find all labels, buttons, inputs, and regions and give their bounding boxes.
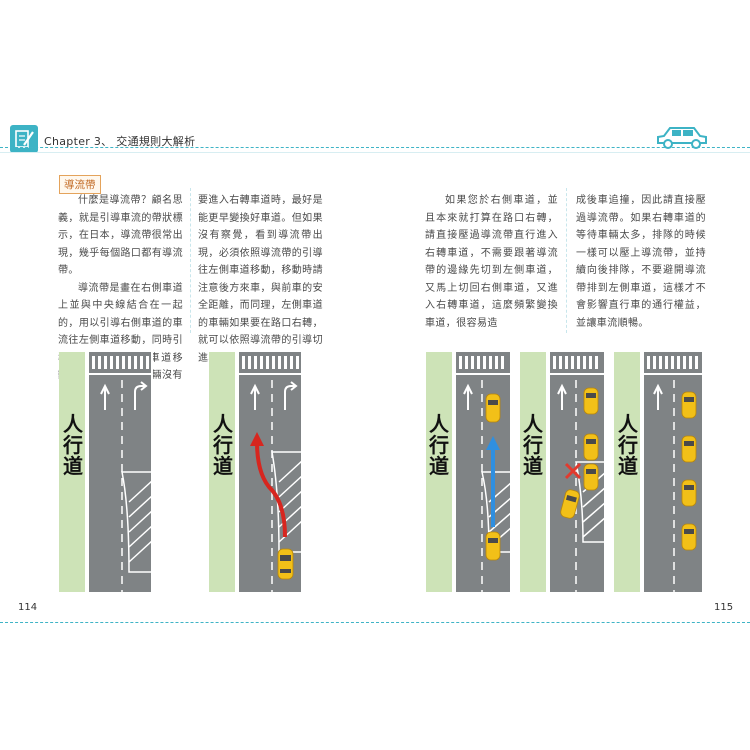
footer-divider: [0, 622, 750, 623]
road-diagram-3: [456, 352, 512, 592]
taxi: [681, 479, 697, 507]
column-divider: [190, 188, 191, 333]
sidewalk-strip: [614, 352, 642, 592]
sidewalk-label: 人行道: [63, 412, 83, 478]
header-divider: [0, 147, 750, 148]
right-column-2: 成後車追撞，因此請直接壓過導流帶。如果右轉車道的等待車輛太多，排隊的時候一樣可以…: [576, 192, 706, 332]
sidewalk-strip: [209, 352, 237, 592]
curb-line: [452, 352, 456, 592]
curb-line: [546, 352, 550, 592]
sidewalk-strip: [426, 352, 454, 592]
taxi: [560, 489, 580, 519]
curb-line: [85, 352, 89, 592]
left-column-2: 要進入右轉車道時，最好是能更早變換好車道。但如果沒有察覺，看到導流帶出現，必須依…: [198, 192, 323, 367]
header-divider-shadow: [0, 152, 750, 153]
road-diagram-4: [550, 352, 606, 592]
sidewalk-label: 人行道: [523, 412, 543, 478]
taxi: [485, 393, 501, 423]
section-title: 導流帶: [59, 175, 101, 194]
taxi: [681, 435, 697, 463]
taxi: [583, 463, 599, 491]
road-diagram-1: [89, 352, 153, 592]
right-column-1: 如果您於右側車道，並且本來就打算在路口右轉，請直接壓過導流帶直行進入右轉車道，不…: [425, 192, 558, 332]
car-icon: [654, 123, 710, 151]
taxi: [277, 548, 294, 580]
paragraph: 要進入右轉車道時，最好是能更早變換好車道。但如果沒有察覺，看到導流帶出現，必須依…: [198, 195, 323, 364]
paragraph: 什麼是導流帶？顧名思義，就是引導車流的帶狀標示，在日本，導流帶很常出現，幾乎每個…: [58, 195, 183, 276]
sidewalk-label: 人行道: [618, 412, 638, 478]
chapter-icon-box: [10, 125, 38, 153]
road-diagram-5: [644, 352, 704, 592]
page-number-right: 115: [714, 602, 734, 613]
road-diagram-2: [239, 352, 303, 592]
taxi: [583, 387, 599, 415]
paragraph: 成後車追撞，因此請直接壓過導流帶。如果右轉車道的等待車輛太多，排隊的時候一樣可以…: [576, 195, 706, 329]
red-arrow: [255, 441, 287, 538]
sidewalk-label: 人行道: [213, 412, 233, 478]
sidewalk-strip: [520, 352, 548, 592]
curb-line: [640, 352, 644, 592]
taxi: [583, 433, 599, 461]
taxi: [681, 523, 697, 551]
note-pencil-icon: [15, 130, 34, 148]
sidewalk-strip: [59, 352, 87, 592]
taxi: [485, 531, 501, 561]
column-divider: [566, 188, 567, 333]
sidewalk-label: 人行道: [429, 412, 449, 478]
page-number-left: 114: [18, 602, 38, 613]
taxi: [681, 391, 697, 419]
cross-icon: [564, 462, 582, 480]
paragraph: 如果您於右側車道，並且本來就打算在路口右轉，請直接壓過導流帶直行進入右轉車道，不…: [425, 195, 558, 329]
curb-line: [235, 352, 239, 592]
chapter-title: Chapter 3、 交通規則大解析: [44, 135, 196, 148]
